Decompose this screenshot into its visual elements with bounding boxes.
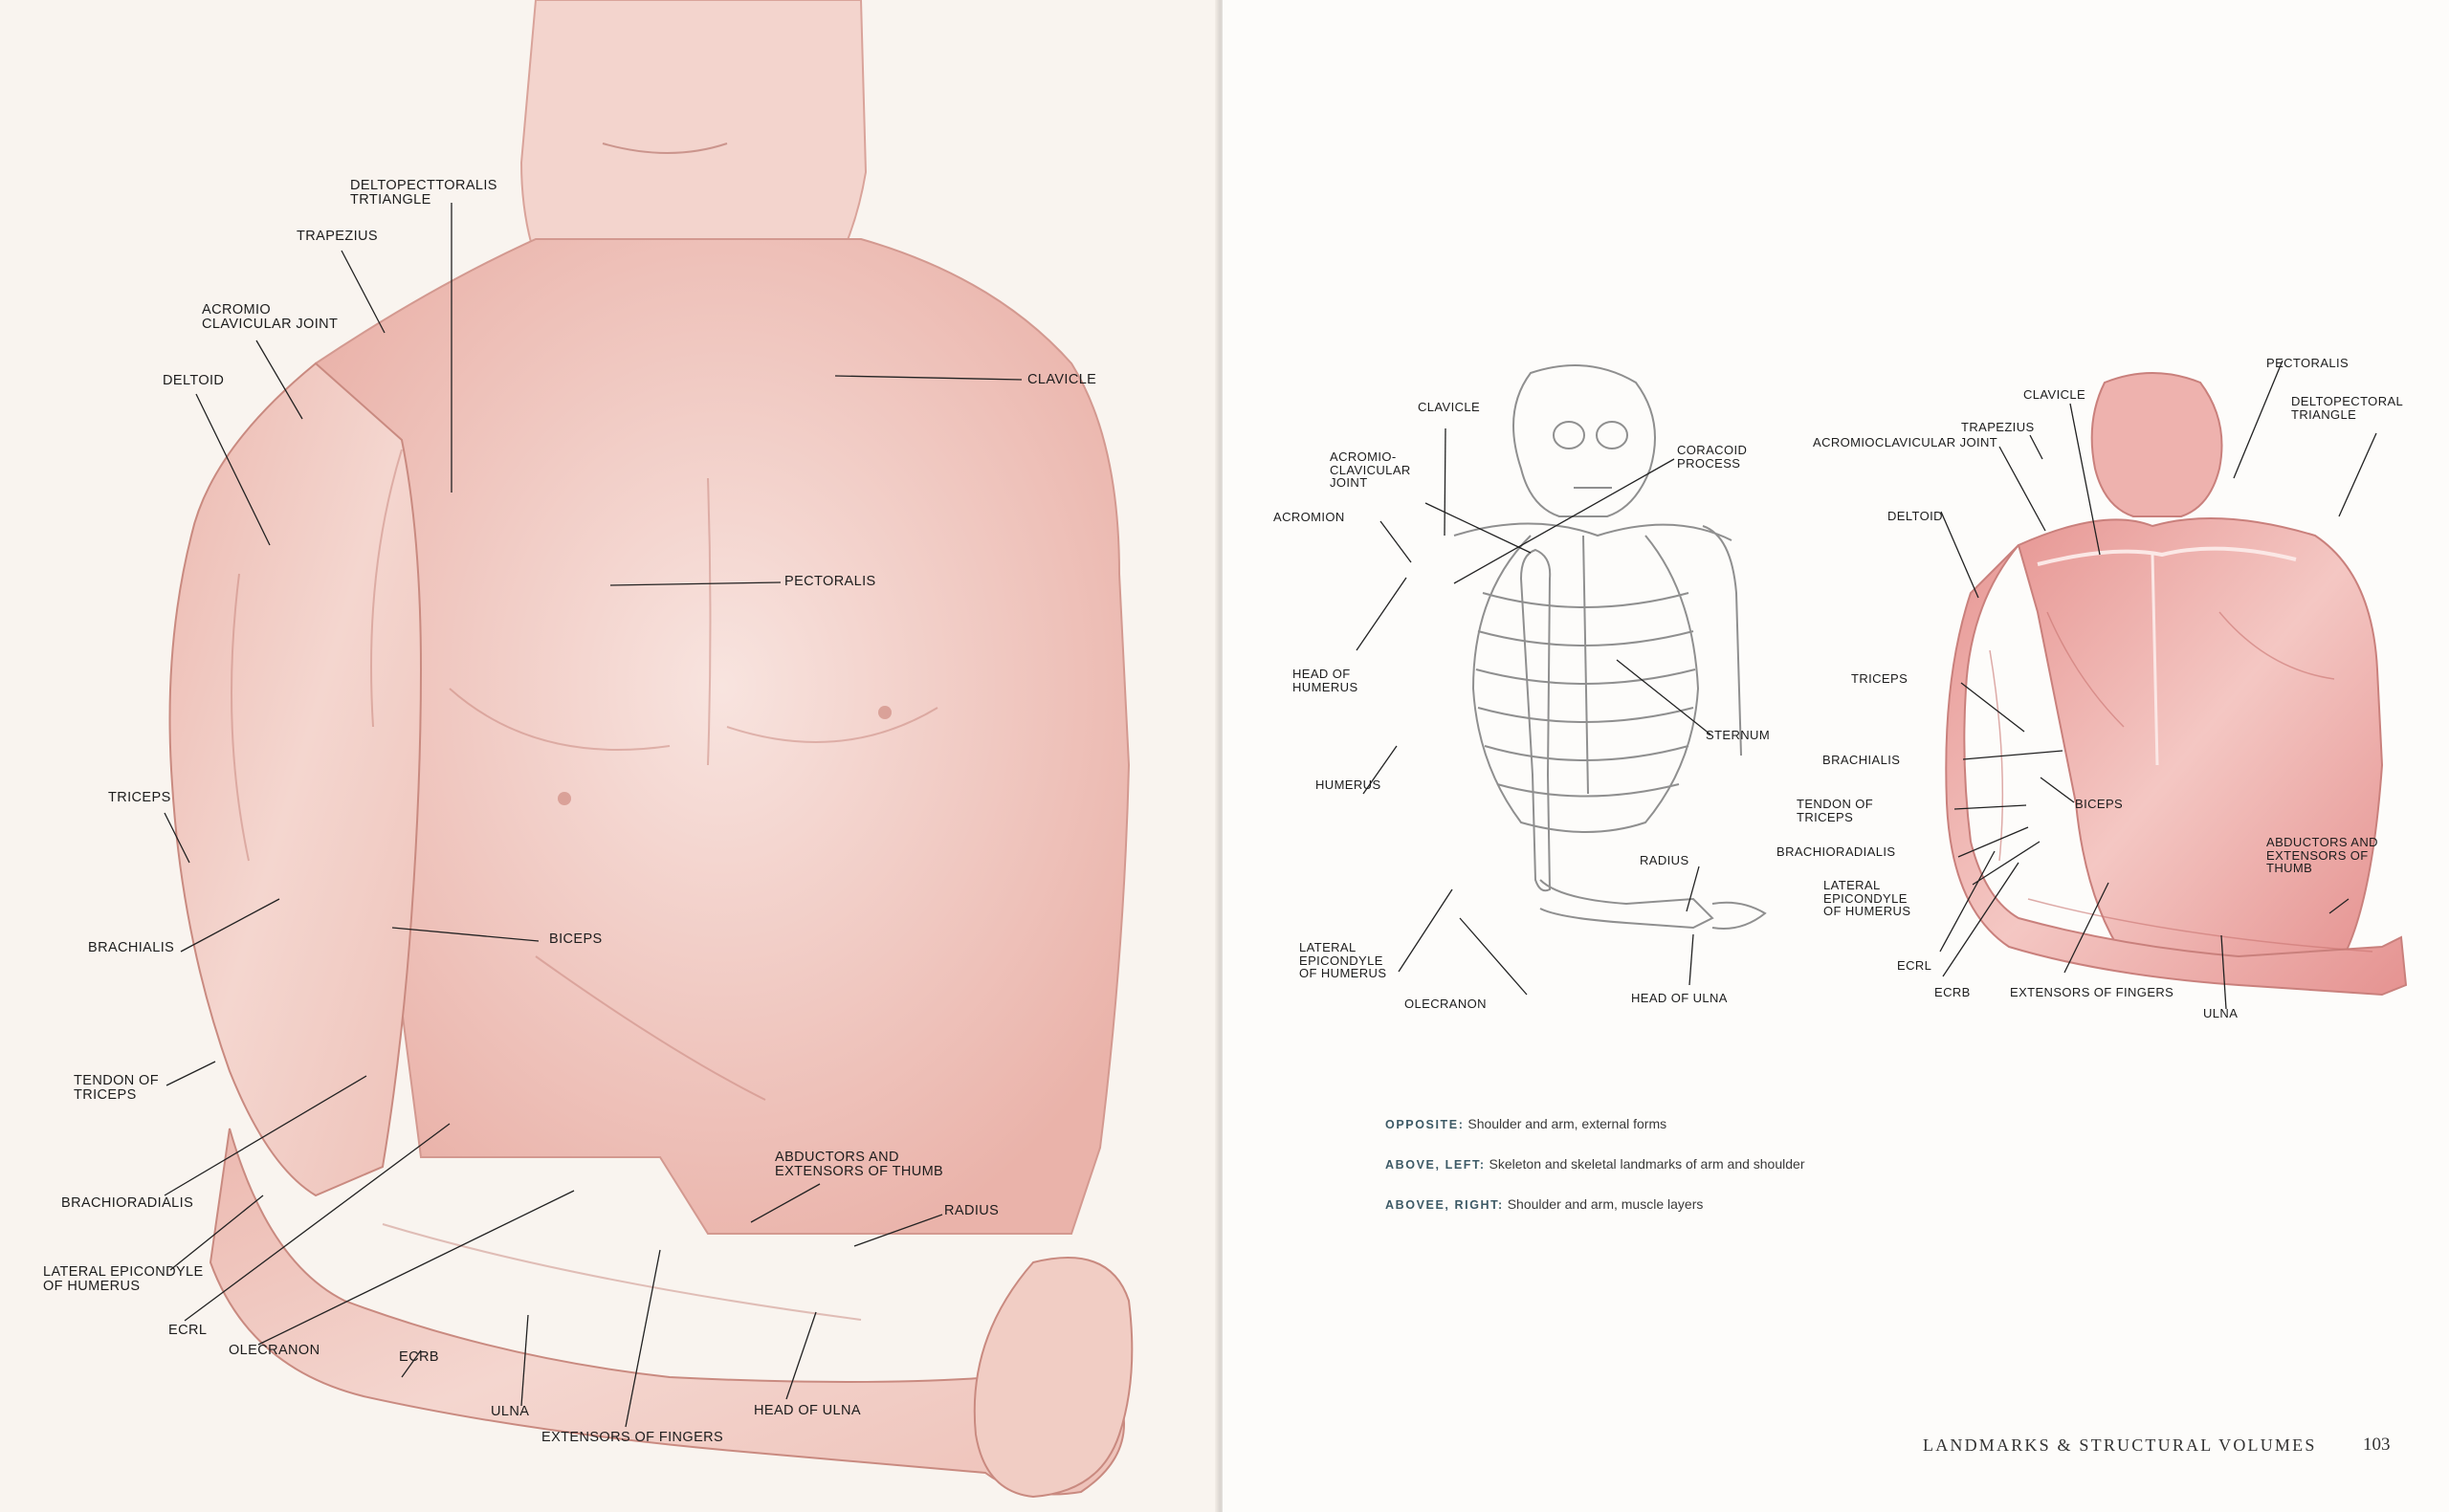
label-brachialis: BRACHIALIS bbox=[88, 940, 175, 955]
muscle-torso-shape bbox=[2017, 517, 2384, 957]
label-deltoid: DELTOID bbox=[163, 373, 225, 388]
skel-label-olecranon: OLECRANON bbox=[1404, 997, 1487, 1011]
muscle-label-brachioradialis: BRACHIORADIALIS bbox=[1776, 844, 1896, 859]
muscle-drawing bbox=[1945, 372, 2408, 997]
muscle-label-deltoid: DELTOID bbox=[1887, 509, 1943, 523]
label-head-of-ulna: HEAD OF ULNA bbox=[754, 1403, 861, 1418]
label-ecrb: ECRB bbox=[399, 1349, 439, 1365]
muscle-label-brachialis: BRACHIALIS bbox=[1822, 753, 1901, 767]
label-deltopectoralis-triangle: DELTOPECTTORALIS TRTIANGLE bbox=[350, 178, 497, 208]
label-extensors-of-fingers: EXTENSORS OF FINGERS bbox=[541, 1430, 724, 1445]
muscle-label-abductors-extensors-thumb: ABDUCTORS AND EXTENSORS OF THUMB bbox=[2266, 835, 2378, 875]
muscle-label-tendon-of-triceps: TENDON OF TRICEPS bbox=[1797, 797, 1874, 824]
skel-label-acromioclavicular-joint: ACROMIO- CLAVICULAR JOINT bbox=[1330, 449, 1411, 490]
skel-label-coracoid-process: CORACOID PROCESS bbox=[1677, 443, 1748, 471]
muscle-label-lateral-epicondyle: LATERAL EPICONDYLE OF HUMERUS bbox=[1823, 878, 1911, 918]
label-pectoralis: PECTORALIS bbox=[784, 574, 876, 589]
skel-label-lateral-epicondyle: LATERAL EPICONDYLE OF HUMERUS bbox=[1299, 940, 1387, 980]
muscle-label-triceps: TRICEPS bbox=[1851, 671, 1908, 686]
fist-shape bbox=[973, 1257, 1134, 1499]
label-brachioradialis: BRACHIORADIALIS bbox=[61, 1195, 194, 1211]
label-acromioclavicular-joint: ACROMIO CLAVICULAR JOINT bbox=[202, 302, 339, 332]
muscle-label-clavicle: CLAVICLE bbox=[2023, 387, 2086, 402]
skel-label-sternum: STERNUM bbox=[1706, 728, 1771, 742]
muscle-head-shape bbox=[2090, 372, 2223, 517]
skel-label-head-of-ulna: HEAD OF ULNA bbox=[1631, 991, 1728, 1005]
muscle-label-ecrb: ECRB bbox=[1934, 985, 1971, 999]
label-triceps: TRICEPS bbox=[108, 790, 171, 805]
muscle-label-extensors-of-fingers: EXTENSORS OF FINGERS bbox=[2010, 985, 2174, 999]
torso-arm-drawing bbox=[168, 0, 1134, 1499]
muscle-label-trapezius: TRAPEZIUS bbox=[1961, 420, 2035, 434]
skel-label-radius: RADIUS bbox=[1640, 853, 1689, 867]
caption-opposite: OPPOSITE: Shoulder and arm, external for… bbox=[1385, 1116, 1667, 1131]
label-ulna: ULNA bbox=[491, 1404, 530, 1419]
label-tendon-of-triceps: TENDON OF TRICEPS bbox=[74, 1073, 159, 1103]
label-clavicle: CLAVICLE bbox=[1027, 372, 1097, 387]
skull-shape bbox=[1512, 364, 1656, 517]
muscle-label-biceps: BICEPS bbox=[2075, 797, 2124, 811]
skel-label-humerus: HUMERUS bbox=[1315, 778, 1381, 792]
label-radius: RADIUS bbox=[944, 1203, 1000, 1218]
muscle-label-ecrl: ECRL bbox=[1897, 958, 1932, 973]
muscle-label-ulna: ULNA bbox=[2203, 1006, 2239, 1020]
muscle-label-acromioclavicular-joint: ACROMIOCLAVICULAR JOINT bbox=[1813, 435, 1998, 449]
muscle-label-deltopectoral-triangle: DELTOPECTORAL TRIANGLE bbox=[2291, 394, 2404, 422]
muscle-arm-shape bbox=[1945, 544, 2408, 997]
label-trapezius: TRAPEZIUS bbox=[297, 229, 378, 244]
humerus-shape bbox=[1519, 548, 1552, 892]
label-ecrl: ECRL bbox=[168, 1323, 208, 1338]
label-biceps: BICEPS bbox=[549, 931, 603, 947]
torso-leader-lines bbox=[164, 203, 1023, 1428]
ribcage-shape bbox=[1471, 535, 1700, 833]
muscle-leader-lines bbox=[1939, 360, 2377, 1010]
page-number: 103 bbox=[2363, 1435, 2391, 1455]
label-abductors-extensors-thumb: ABDUCTORS AND EXTENSORS OF THUMB bbox=[775, 1150, 944, 1179]
forearm-bones-shape bbox=[1539, 879, 1714, 930]
muscle-label-pectoralis: PECTORALIS bbox=[2266, 356, 2350, 370]
skeleton-leader-lines bbox=[1356, 427, 1711, 996]
label-lateral-epicondyle: LATERAL EPICONDYLE OF HUMERUS bbox=[43, 1264, 204, 1294]
skel-label-head-of-humerus: HEAD OF HUMERUS bbox=[1292, 667, 1358, 694]
skeleton-drawing bbox=[1453, 364, 1767, 930]
skel-label-clavicle: CLAVICLE bbox=[1418, 400, 1481, 414]
forearm-shape bbox=[209, 1128, 1125, 1496]
skel-label-acromion: ACROMION bbox=[1273, 510, 1345, 524]
label-olecranon: OLECRANON bbox=[229, 1343, 320, 1358]
caption-above-right: ABOVEE, RIGHT: Shoulder and arm, muscle … bbox=[1385, 1196, 1704, 1212]
running-head: LANDMARKS & STRUCTURAL VOLUMES bbox=[1923, 1435, 2317, 1455]
torso-shape bbox=[314, 238, 1131, 1235]
upper-arm-shape bbox=[168, 362, 423, 1197]
caption-above-left: ABOVE, LEFT: Skeleton and skeletal landm… bbox=[1385, 1156, 1805, 1172]
